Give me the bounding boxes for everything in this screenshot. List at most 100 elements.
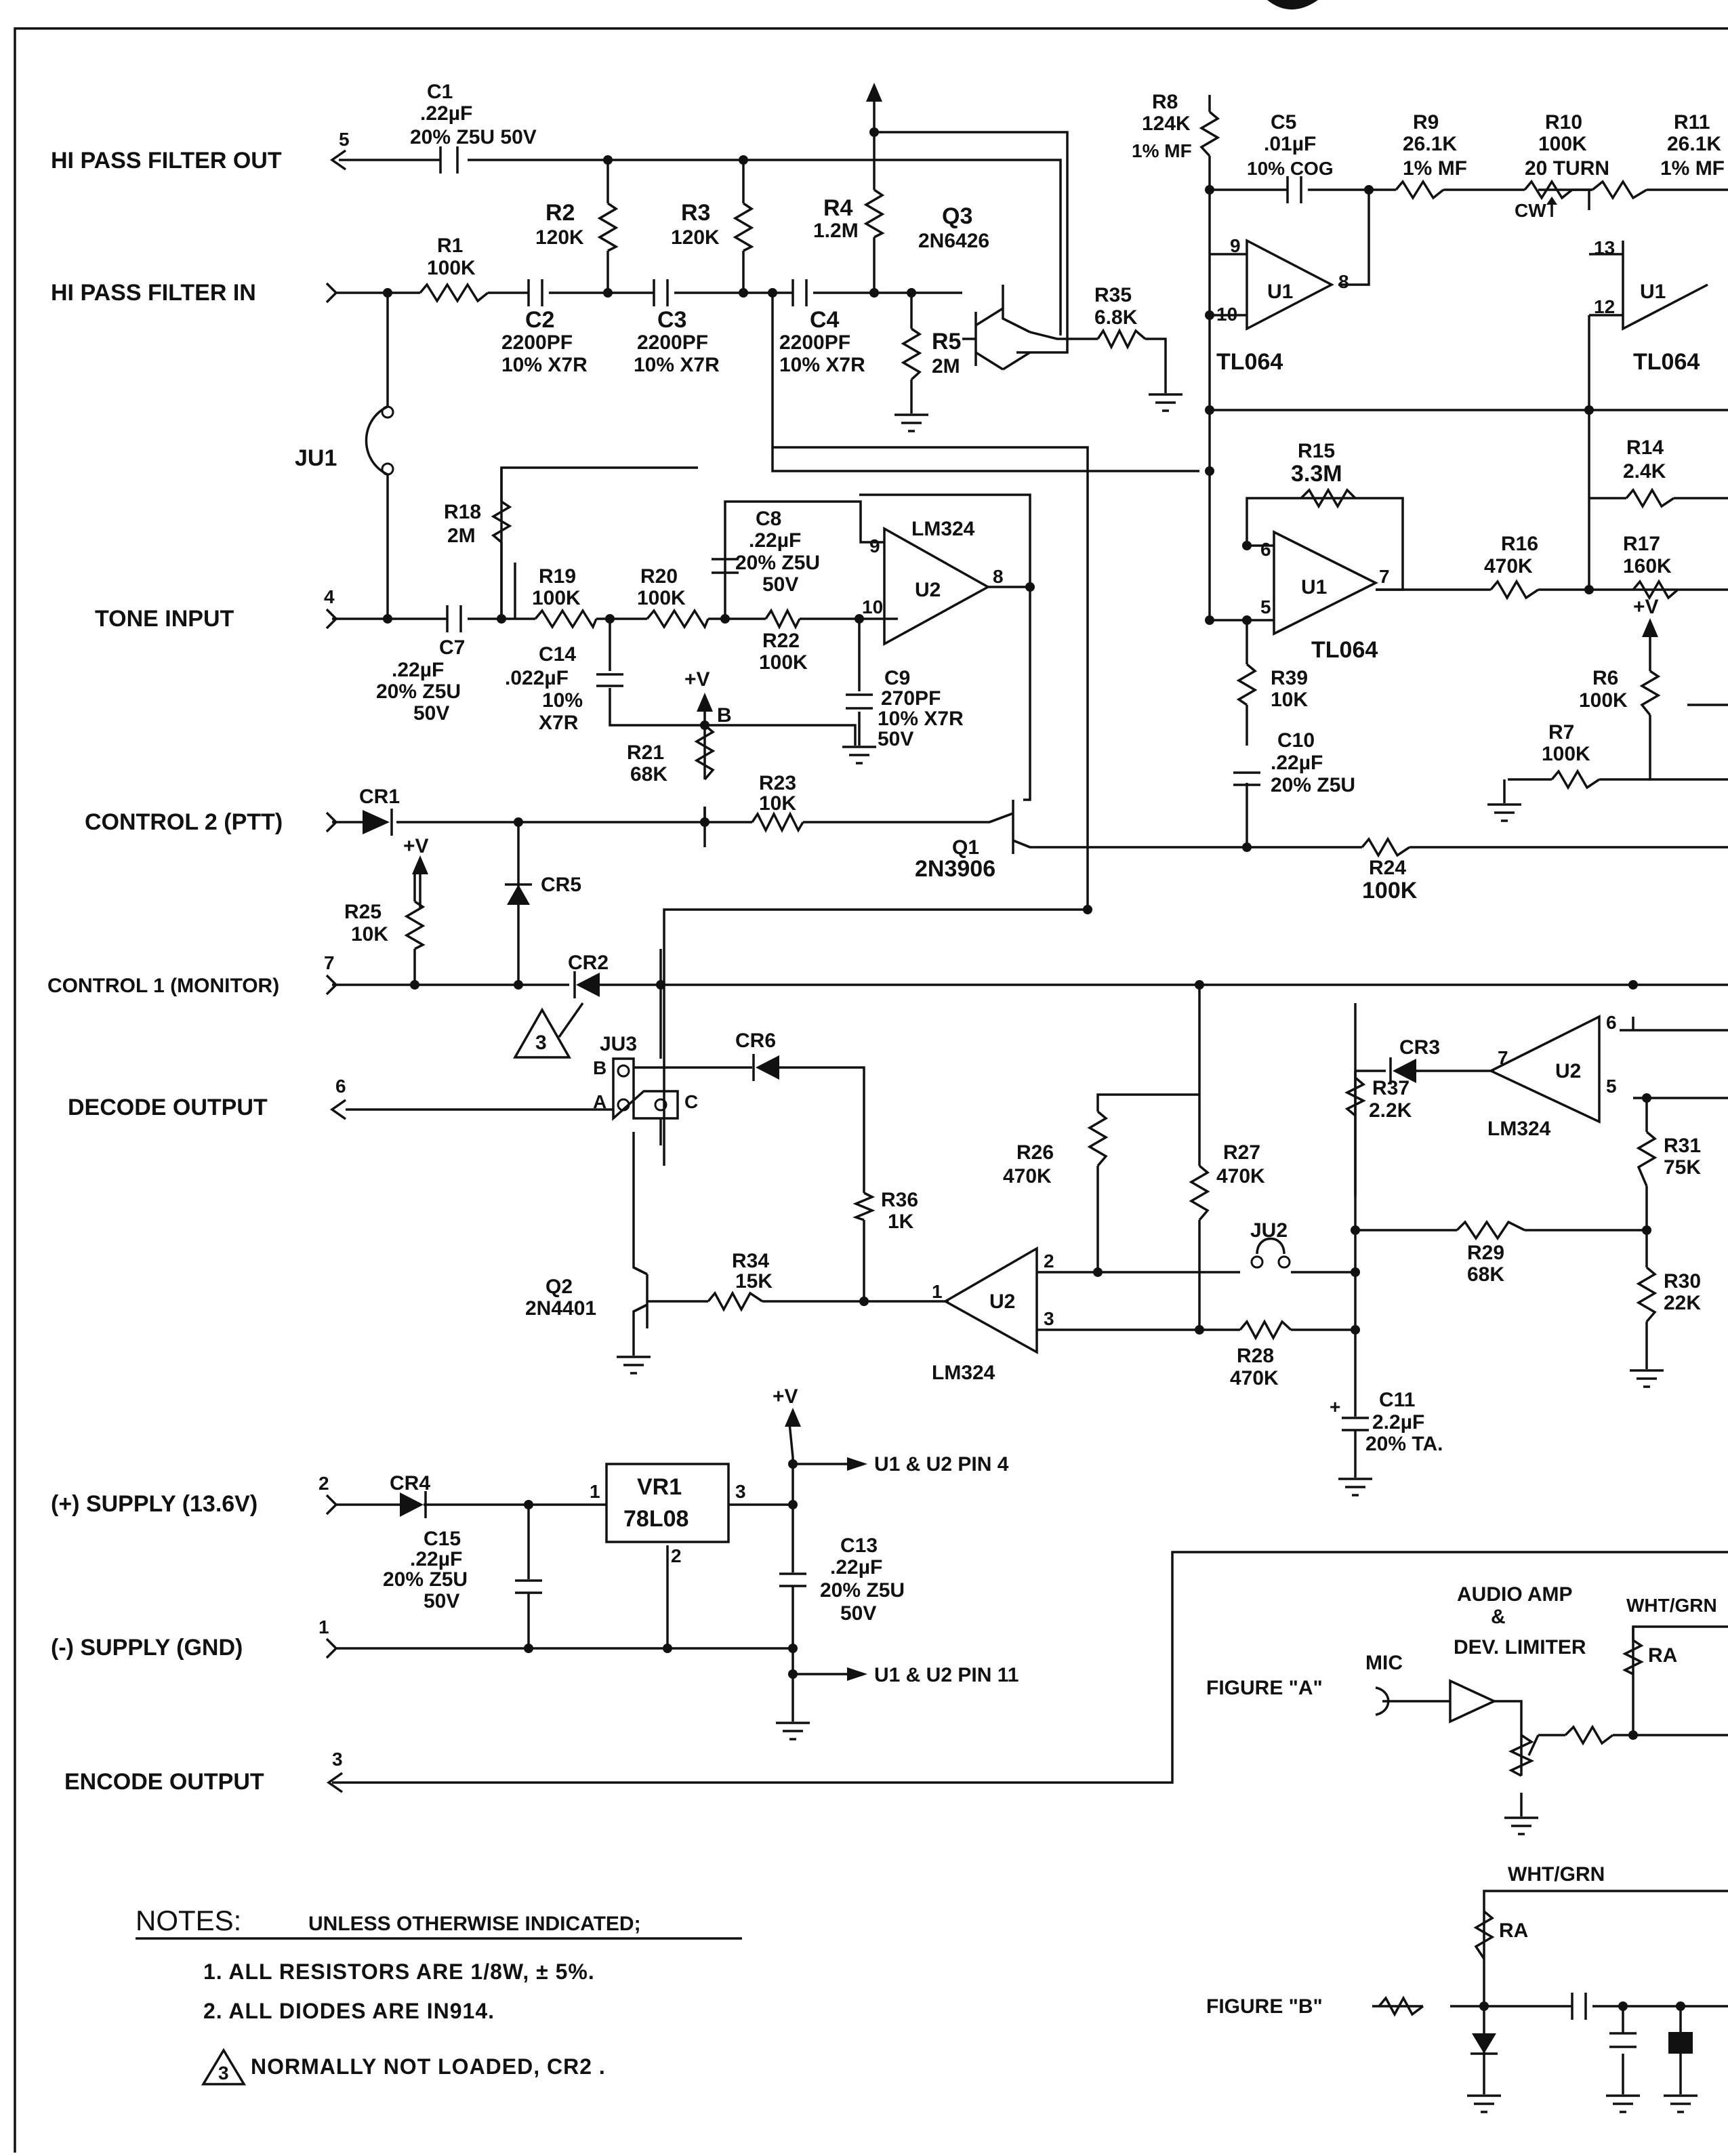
audio-amp-and: &	[1491, 1606, 1506, 1628]
r6-value: 100K	[1579, 689, 1628, 712]
note3-marker: 3	[535, 1032, 547, 1054]
c10-value: .22µF	[1271, 752, 1323, 774]
r5-ref: R5	[932, 329, 961, 354]
pin-3: 3	[332, 1749, 343, 1770]
r23-value: 10K	[759, 792, 796, 815]
cr3-ref: CR3	[1399, 1036, 1440, 1059]
c14-ref: C14	[539, 643, 576, 666]
c14-spec: X7R	[539, 712, 579, 734]
u1a-pin9: 9	[1230, 235, 1241, 256]
u1b-ref: U1	[1640, 281, 1666, 303]
ju1-ref: JU1	[295, 445, 337, 471]
figure-b-label: FIGURE "B"	[1206, 1995, 1323, 2018]
c9-spec: 10% X7R	[878, 708, 964, 730]
r22-ref: R22	[762, 630, 800, 652]
c8-value: .22µF	[749, 529, 801, 552]
pin-5: 5	[339, 129, 350, 150]
r14-ref: R14	[1626, 436, 1664, 459]
r2-ref: R2	[546, 200, 575, 226]
r9-ref: R9	[1413, 111, 1439, 134]
c14-tol: 10%	[542, 689, 583, 712]
c3-value: 2200PF	[637, 331, 708, 354]
r30-value: 22K	[1664, 1292, 1701, 1314]
c1-spec: 20% Z5U 50V	[410, 126, 537, 148]
r28-ref: R28	[1237, 1345, 1274, 1367]
r20-ref: R20	[640, 565, 678, 588]
r4-value: 1.2M	[813, 220, 859, 242]
c10-ref: C10	[1277, 729, 1315, 752]
note-3-number: 3	[218, 2062, 229, 2083]
ra-label-a: RA	[1648, 1644, 1677, 1667]
r25-value: 10K	[351, 923, 388, 945]
c2-value: 2200PF	[501, 331, 573, 354]
r8-ref: R8	[1152, 91, 1178, 113]
q1-part: 2N3906	[915, 856, 995, 882]
r28-value: 470K	[1230, 1367, 1279, 1389]
label-decode-output: DECODE OUTPUT	[68, 1095, 268, 1120]
vr1-pin3: 3	[735, 1481, 746, 1502]
u-pin11-label: U1 & U2 PIN 11	[874, 1664, 1019, 1686]
c8-voltage: 50V	[762, 573, 798, 596]
c3-spec: 10% X7R	[634, 354, 720, 376]
r29-ref: R29	[1467, 1242, 1504, 1264]
r21-ref: R21	[627, 741, 664, 764]
u2a-pin8: 8	[993, 566, 1004, 587]
c8-ref: C8	[756, 508, 781, 530]
cr1-ref: CR1	[359, 786, 400, 808]
u2c-pin6: 6	[1606, 1012, 1617, 1033]
c1-ref: C1	[427, 81, 453, 103]
q3-part: 2N6426	[918, 230, 989, 252]
io-labels: HI PASS FILTER OUT HI PASS FILTER IN TON…	[47, 129, 350, 1795]
c5-spec: 10% COG	[1247, 158, 1334, 179]
c4-spec: 10% X7R	[779, 354, 865, 376]
u2c-pin5: 5	[1606, 1076, 1617, 1097]
r16-ref: R16	[1501, 533, 1538, 555]
c15-ref: C15	[424, 1528, 461, 1550]
c4-ref: C4	[810, 307, 840, 333]
notes-qualifier: UNLESS OTHERWISE INDICATED;	[308, 1913, 641, 1935]
vr1-ref: VR1	[637, 1474, 682, 1500]
r15-value: 3.3M	[1291, 461, 1342, 487]
u2b-pin1: 1	[932, 1281, 943, 1302]
u1c-part: TL064	[1311, 637, 1378, 663]
c7-ref: C7	[439, 636, 465, 659]
vplus-supply: +V	[773, 1385, 798, 1408]
r26-ref: R26	[1016, 1141, 1054, 1164]
q3-ref: Q3	[942, 203, 972, 229]
r5-value: 2M	[932, 355, 960, 378]
r31-ref: R31	[1664, 1135, 1701, 1157]
r17-value: 160K	[1623, 555, 1672, 577]
u1a-part: TL064	[1216, 349, 1283, 375]
c15-value: .22µF	[410, 1548, 462, 1570]
u1c-ref: U1	[1301, 576, 1327, 598]
r36-ref: R36	[881, 1189, 918, 1211]
c3-ref: C3	[657, 307, 686, 333]
vplus-r25: +V	[403, 835, 429, 857]
u1c-pin5: 5	[1260, 596, 1271, 617]
u1b-pin13: 13	[1594, 237, 1615, 258]
figure-a-label: FIGURE "A"	[1206, 1677, 1323, 1699]
label-supply-pos: (+) SUPPLY (13.6V)	[51, 1491, 258, 1517]
r4-ref: R4	[823, 195, 853, 221]
u2a-pin10: 10	[862, 596, 883, 617]
c7-voltage: 50V	[413, 702, 449, 725]
pin-7: 7	[324, 952, 335, 973]
u2c-pin7: 7	[1498, 1047, 1508, 1068]
r14-value: 2.4K	[1623, 460, 1666, 483]
r21-value: 68K	[630, 763, 667, 786]
c2-ref: C2	[525, 307, 554, 333]
c11-ref: C11	[1379, 1389, 1415, 1411]
c4-value: 2200PF	[779, 331, 850, 354]
u1b-pin12: 12	[1594, 296, 1615, 317]
r18-value: 2M	[447, 525, 476, 547]
part-labels: C1 .22µF 20% Z5U 50V R1 100K R2 120K R3 …	[295, 81, 1725, 1686]
u1c-pin6: 6	[1260, 539, 1271, 560]
u1a-pin10: 10	[1216, 304, 1237, 325]
pin-4: 4	[324, 586, 335, 607]
ju3-c: C	[684, 1091, 698, 1112]
c11-value: 2.2µF	[1372, 1411, 1424, 1433]
c5-value: .01µF	[1264, 133, 1316, 155]
label-hpf-out: HI PASS FILTER OUT	[51, 148, 282, 174]
ju3-b: B	[593, 1057, 606, 1078]
c15-spec: 20% Z5U	[383, 1568, 468, 1591]
